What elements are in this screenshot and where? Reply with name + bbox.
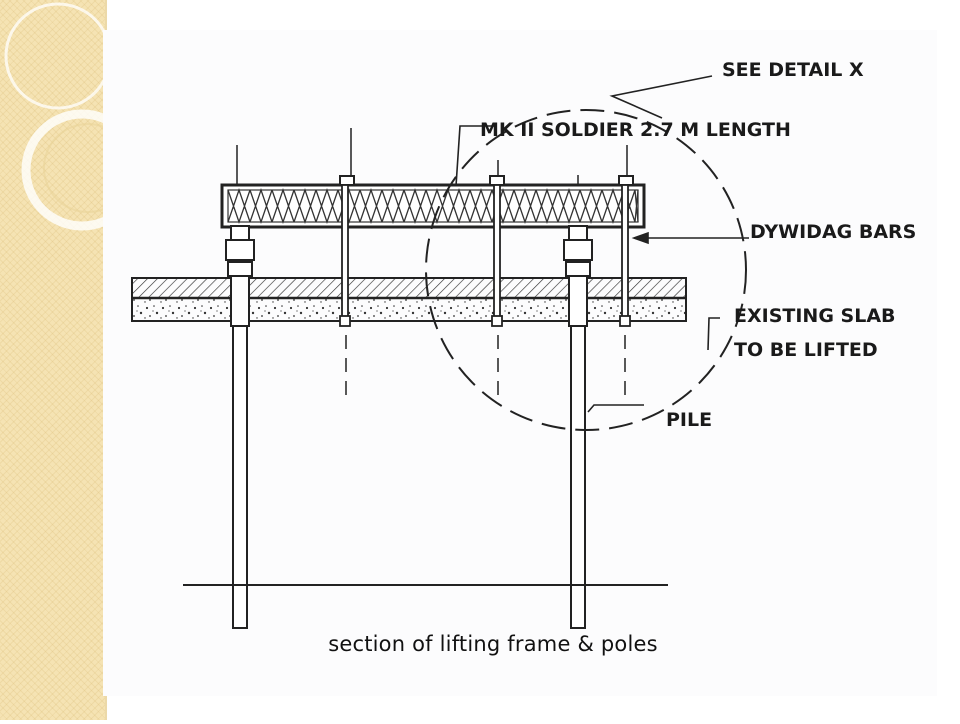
soldier-beam — [220, 183, 646, 229]
decorative-sidebar — [0, 0, 143, 720]
detail-x-circle — [425, 109, 747, 431]
sidebar-rings-icon — [4, 2, 143, 231]
pile-left — [225, 225, 255, 629]
engineering-drawing: SEE DETAIL X MK II SOLDIER 2.7 M LENGTH … — [103, 30, 937, 696]
label-soldier: MK II SOLDIER 2.7 M LENGTH — [480, 119, 791, 141]
leader-lines — [455, 75, 749, 413]
label-pile: PILE — [666, 409, 712, 431]
label-see-detail-x: SEE DETAIL X — [722, 59, 864, 81]
label-to-be-lifted: TO BE LIFTED — [734, 339, 878, 361]
centerlines — [345, 335, 626, 400]
existing-slab — [131, 277, 687, 322]
slide-caption: section of lifting frame & poles — [328, 632, 658, 656]
label-dywidag-bars: DYWIDAG BARS — [750, 221, 916, 243]
pile-right — [563, 225, 593, 629]
dywidag-bars — [339, 184, 631, 327]
label-existing-slab: EXISTING SLAB — [734, 305, 896, 327]
